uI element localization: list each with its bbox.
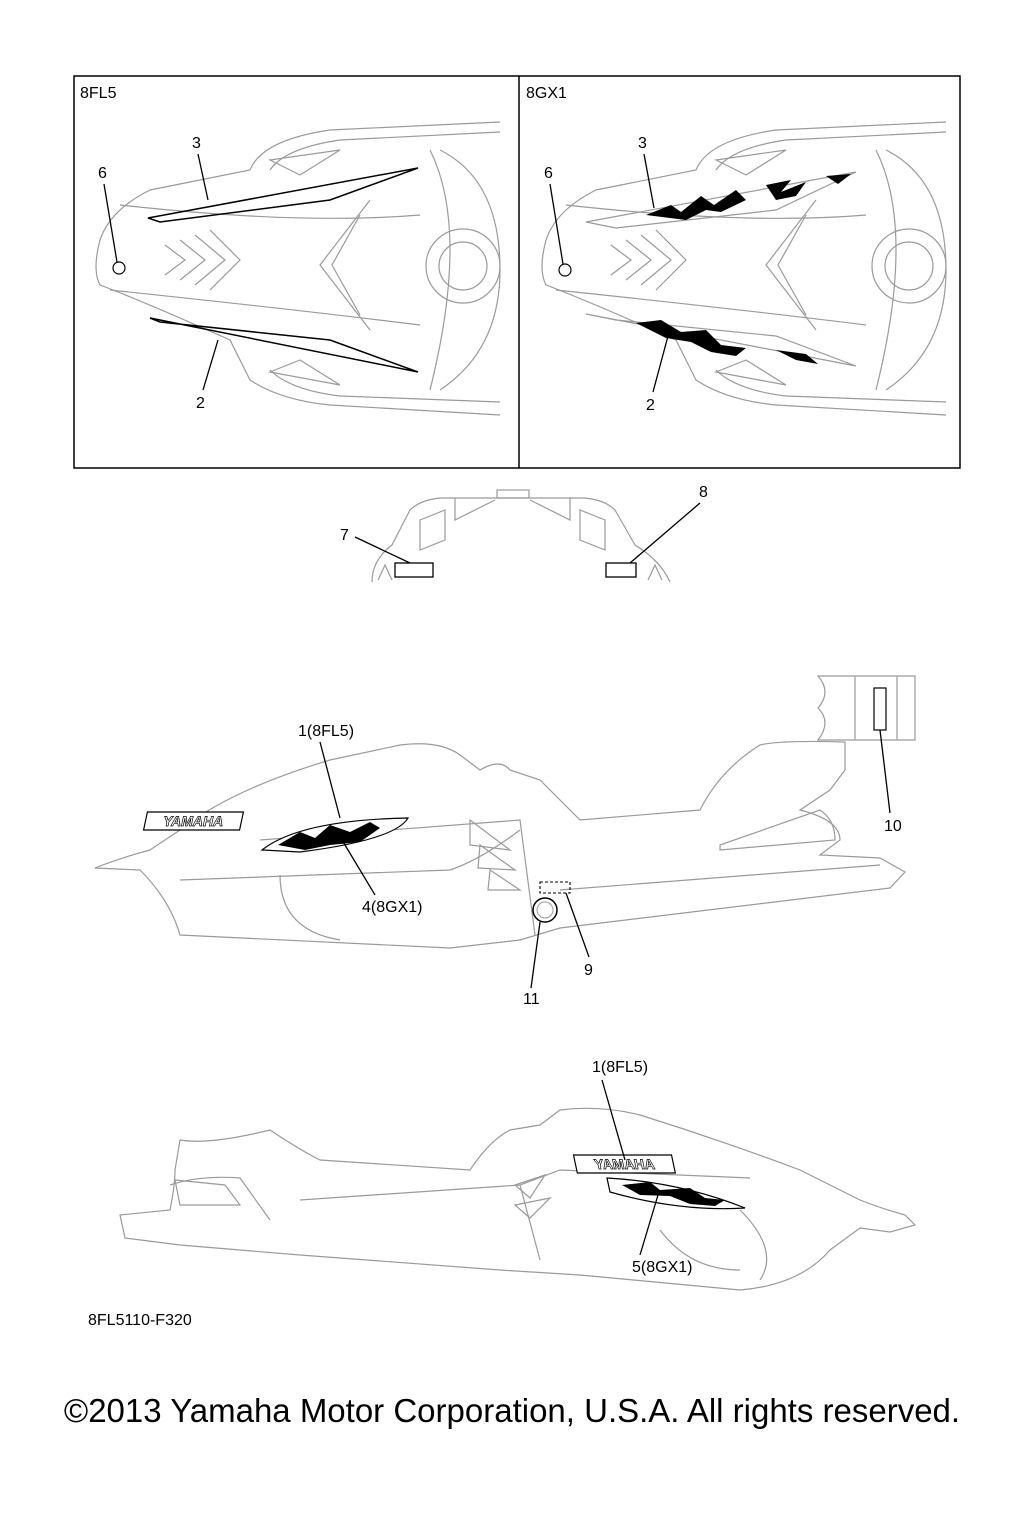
top-view-hull-8gx1: [541, 121, 947, 416]
side-view-1: YAMAHA 1(8FL5) 4(8GX1) 9 11: [94, 723, 906, 1008]
panel-frame: [73, 75, 961, 469]
yamaha-decal-text-1: YAMAHA: [162, 813, 225, 829]
callout-4-side1: 4(8GX1): [362, 899, 422, 916]
rear-decal-8: [605, 562, 637, 578]
callout-1-side1: 1(8FL5): [298, 723, 354, 740]
rear-decal-7: [394, 562, 434, 578]
callout-11: 11: [523, 991, 540, 1008]
callout-1-side2: 1(8FL5): [592, 1059, 648, 1076]
callout-9: 9: [584, 962, 593, 979]
panel-label-8gx1: 8GX1: [526, 85, 567, 102]
callout-8: 8: [699, 484, 708, 501]
callout-2-right: 2: [646, 397, 655, 414]
callout-6-left: 6: [98, 165, 107, 182]
panel-label-8fl5: 8FL5: [80, 85, 117, 102]
yamaha-decal-side-1: YAMAHA: [142, 811, 245, 831]
callout-3-left: 3: [192, 135, 201, 152]
figure-code: 8FL5110-F320: [88, 1312, 192, 1329]
yamaha-decal-side-2: YAMAHA: [572, 1154, 677, 1174]
top-view-hull-8fl5: [95, 121, 501, 416]
side-view-2: YAMAHA 1(8FL5) 5(8GX1): [119, 1059, 917, 1291]
top-view-panels: 8FL5 8GX1 3 6: [73, 75, 961, 469]
callout-6-right: 6: [544, 165, 553, 182]
rear-view: 7 8: [340, 484, 708, 583]
copyright-notice: ©2013 Yamaha Motor Corporation, U.S.A. A…: [63, 1392, 961, 1429]
callout-3-right: 3: [638, 135, 647, 152]
yamaha-decal-text-2: YAMAHA: [593, 1156, 656, 1172]
callout-10: 10: [884, 818, 902, 835]
callout-7: 7: [340, 527, 349, 544]
callout-5-side2: 5(8GX1): [632, 1259, 692, 1276]
callout-2-left: 2: [196, 395, 205, 412]
detail-inset-10: 10: [816, 675, 916, 835]
